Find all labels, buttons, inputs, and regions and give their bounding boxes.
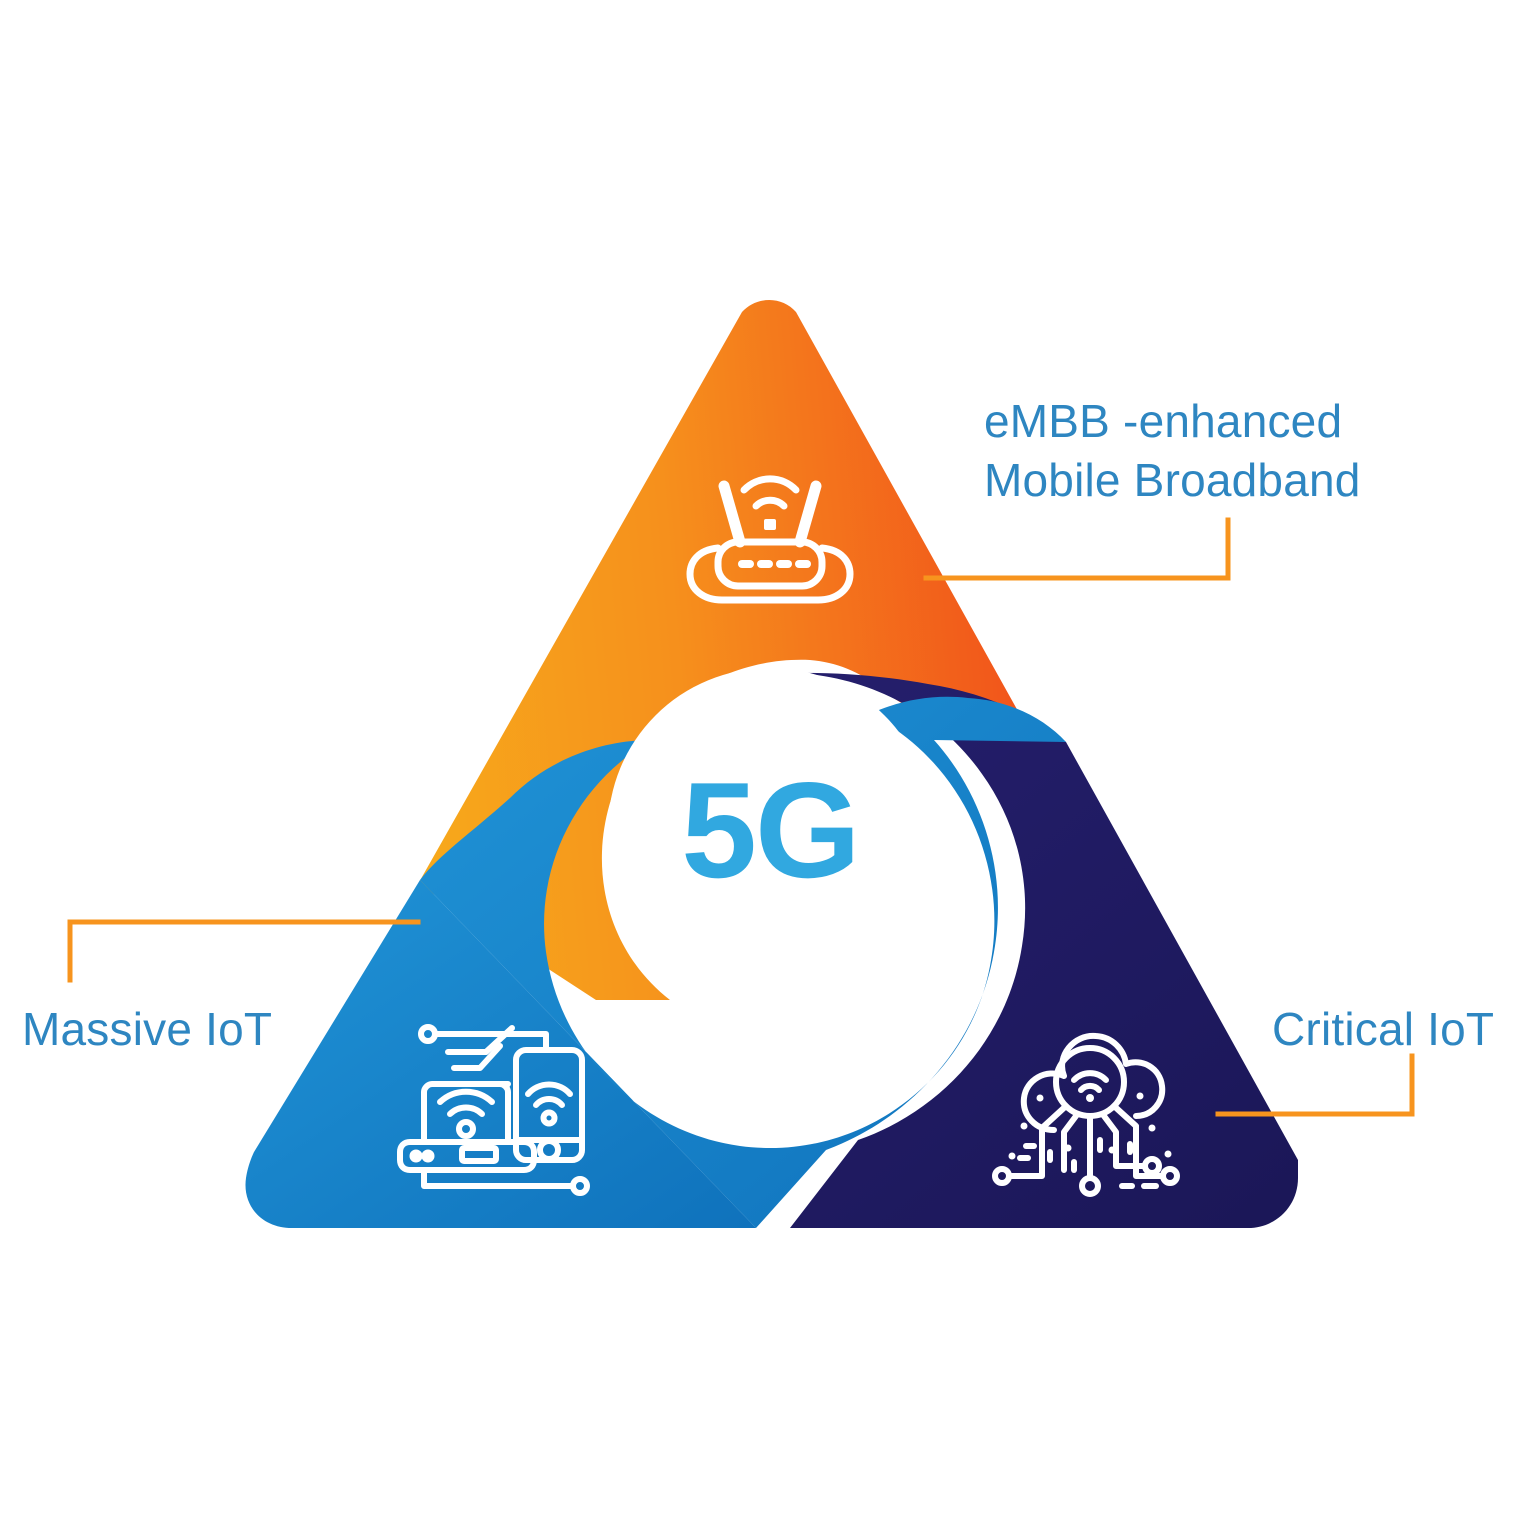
cloud-network-wifi-icon	[992, 1032, 1180, 1197]
center-5g-label: 5G	[681, 754, 858, 906]
segment-massive-iot-shape[interactable]	[245, 880, 757, 1228]
center-circle	[608, 668, 932, 992]
label-embb: eMBB -enhanced Mobile Broadband	[984, 395, 1361, 506]
segment-critical-iot[interactable]	[790, 672, 1298, 1228]
leader-line-massive-iot	[67, 919, 421, 983]
leader-line-critical-iot	[1215, 1053, 1415, 1117]
segment-embb[interactable]	[418, 300, 1034, 1000]
wifi-router-icon	[686, 475, 854, 604]
segment-embb-shape[interactable]	[418, 300, 1034, 1000]
segment-massive-iot[interactable]	[245, 696, 1066, 1228]
label-massive-iot: Massive IoT	[22, 1003, 273, 1055]
leader-line-embb	[923, 517, 1231, 581]
segment-critical-iot-shape[interactable]	[790, 672, 1298, 1228]
laptop-smartphone-wifi-icon	[397, 1024, 590, 1196]
label-critical-iot: Critical IoT	[1272, 1003, 1495, 1055]
